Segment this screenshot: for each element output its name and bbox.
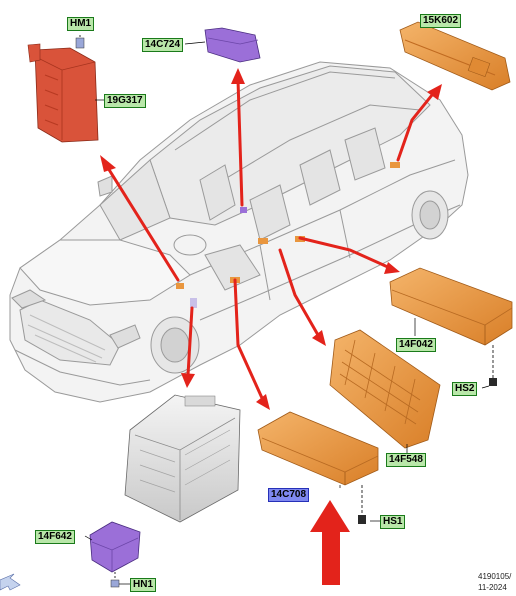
module-grey-battery xyxy=(124,394,241,523)
callout-14f642: 14F642 xyxy=(35,530,75,544)
module-19g317 xyxy=(27,43,99,143)
arrow-to-14f042 xyxy=(298,236,392,270)
callout-hm1: HM1 xyxy=(67,17,95,31)
module-15k602 xyxy=(399,21,511,91)
callout-14c708: 14C708 xyxy=(268,488,310,502)
fastener-hn1 xyxy=(110,572,120,588)
arrow-to-15k602 xyxy=(396,93,434,162)
arrow-to-14c708 xyxy=(233,278,264,400)
main-pointer-arrow xyxy=(310,500,350,585)
callout-14f042: 14F042 xyxy=(396,338,436,352)
arrow-to-14c724 xyxy=(236,78,244,207)
module-14c724 xyxy=(204,27,261,63)
arrow-to-19g317 xyxy=(106,166,180,282)
module-14f548 xyxy=(329,329,441,449)
fastener-hs1 xyxy=(358,485,366,524)
callout-15k602: 15K602 xyxy=(420,14,462,28)
drawing-date: 11-2024 xyxy=(478,583,507,592)
drawing-id: 4190105/ xyxy=(478,572,512,581)
fastener-hm1 xyxy=(75,35,85,49)
module-14f042 xyxy=(389,267,513,346)
front-direction-arrow xyxy=(0,573,21,591)
callout-14f548: 14F548 xyxy=(386,453,426,467)
module-14f642 xyxy=(89,521,141,573)
callout-hn1: HN1 xyxy=(130,578,157,592)
arrow-to-14f548 xyxy=(278,248,320,337)
callout-14c724: 14C724 xyxy=(142,38,184,52)
callout-hs1: HS1 xyxy=(380,515,406,529)
callout-hs2: HS2 xyxy=(452,382,478,396)
arrow-heads xyxy=(100,68,442,410)
module-14c708 xyxy=(257,411,379,486)
leader-arrows xyxy=(106,78,434,400)
fastener-hs2 xyxy=(489,345,497,386)
vehicle-outline xyxy=(9,61,469,403)
arrow-to-battery xyxy=(186,306,194,377)
callout-19g317: 19G317 xyxy=(104,94,146,108)
callout-leaders xyxy=(84,22,490,585)
